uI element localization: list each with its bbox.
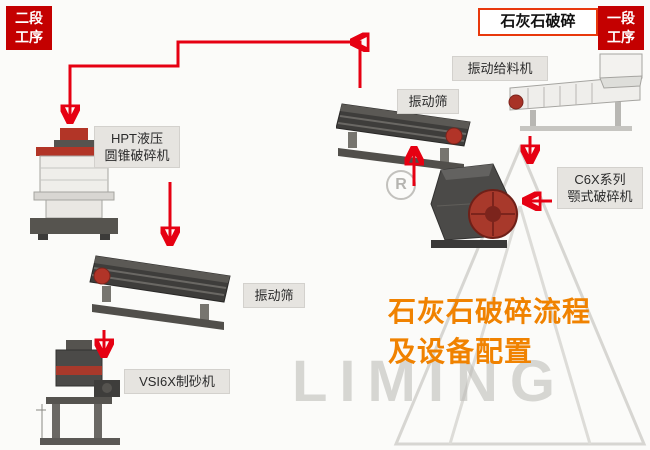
diagram-caption-line1: 石灰石破碎流程 [388,296,592,327]
diagram-caption-line2: 及设备配置 [388,336,534,367]
label-jaw-crusher-line2: 颚式破碎机 [567,189,633,204]
label-jaw-crusher-line1: C6X系列 [574,172,626,187]
stage-badge-second: 二段 工序 [6,6,52,50]
stage-badge-second-line2: 工序 [15,29,43,45]
label-vibrating-screen-2: 振动筛 [243,283,305,308]
process-title-box: 石灰石破碎 [478,8,598,36]
label-jaw-crusher: C6X系列 颚式破碎机 [557,167,643,209]
vibrating-feeder-image [508,53,643,131]
sand-maker-image [36,340,120,445]
stage-badge-second-line1: 二段 [15,10,43,26]
stage-badge-first: 一段 工序 [598,6,644,50]
diagram-caption: 石灰石破碎流程 及设备配置 [388,292,591,372]
label-cone-crusher-line1: HPT液压 [110,131,163,146]
arrow-top-line-to-cone-crusher [70,40,352,118]
vibrating-screen-2-image [89,255,231,330]
stage-badge-first-line1: 一段 [607,10,635,26]
stage-badge-first-line2: 工序 [607,29,635,45]
cone-crusher-image [30,128,118,240]
vibrating-screen-1-image [336,103,471,172]
label-vibrating-feeder: 振动给料机 [452,56,548,81]
label-cone-crusher-line2: 圆锥破碎机 [104,148,170,163]
jaw-crusher-image [430,163,518,248]
label-cone-crusher: HPT液压 圆锥破碎机 [94,126,180,168]
watermark-triangle-logo [393,144,647,446]
arrow-screen1-up-left [356,42,360,88]
label-sand-maker: VSI6X制砂机 [124,369,230,394]
label-vibrating-screen-1: 振动筛 [397,89,459,114]
watermark-brand-text: LIMING [292,349,567,414]
